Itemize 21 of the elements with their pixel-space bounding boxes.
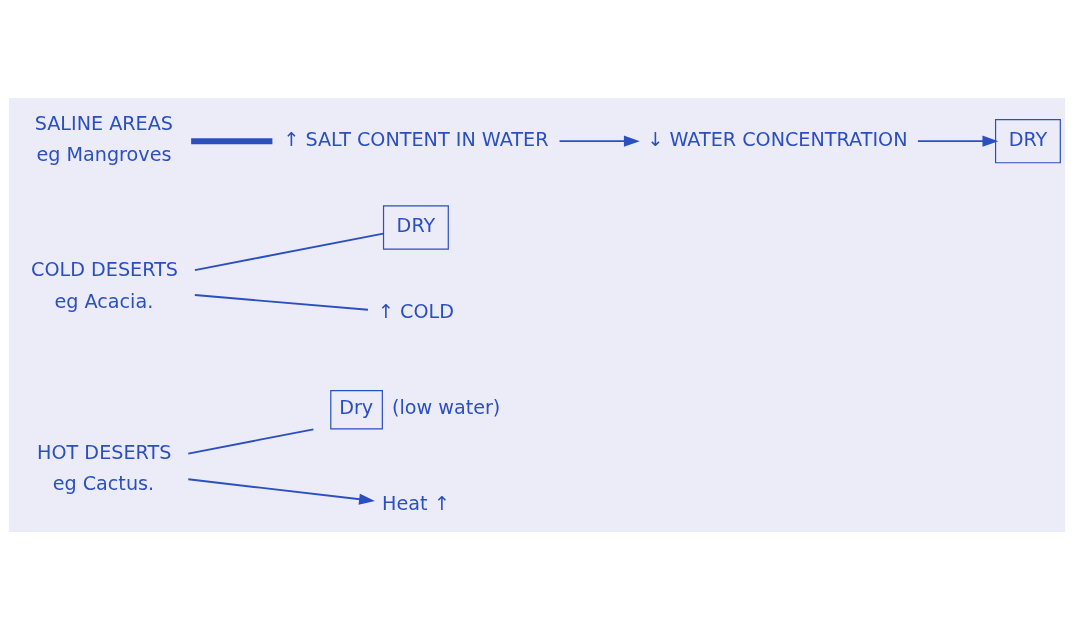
connector (191, 138, 273, 145)
arrow (916, 135, 999, 147)
node-label: eg Cactus. (52, 471, 155, 495)
node-label: eg Mangroves (36, 143, 172, 167)
connector (193, 232, 385, 272)
node-text: COLD DESERTS (31, 258, 179, 282)
node-text: ↑ SALT CONTENT IN WATER (283, 127, 549, 151)
arrow (187, 478, 375, 505)
node-label: (low water) (391, 396, 501, 420)
node-text: ↑ COLD (377, 300, 454, 324)
connector (193, 294, 369, 311)
node-box: Dry (330, 389, 383, 430)
node-text: HOT DESERTS (37, 440, 172, 464)
node-box: DRY (382, 205, 449, 250)
node-text: Heat ↑ (382, 492, 450, 516)
connector (187, 428, 315, 455)
arrow (558, 135, 640, 147)
node-label: eg Acacia. (54, 289, 154, 313)
node-box: DRY (995, 119, 1061, 164)
node-text: SALINE AREAS (34, 112, 174, 136)
node-text: ↓ WATER CONCENTRATION (647, 127, 908, 151)
